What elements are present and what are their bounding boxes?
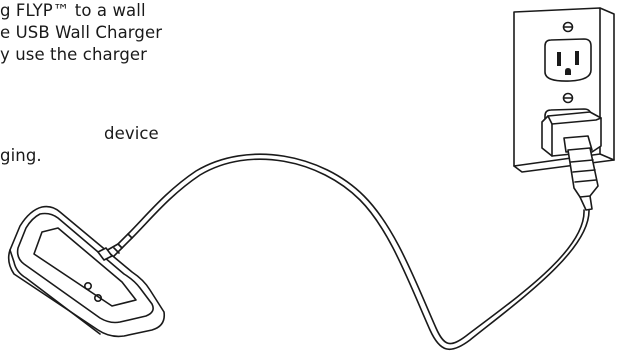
instruction-line-1: g FLYP™ to a wall xyxy=(0,1,146,20)
instruction-line-3: y use the charger xyxy=(0,45,148,64)
instruction-line-5: ging. xyxy=(0,146,42,165)
usb-cable-icon xyxy=(103,153,590,351)
instruction-line-2: e USB Wall Charger xyxy=(0,23,163,42)
wall-charger-adapter-icon xyxy=(541,111,602,211)
flyp-device-icon xyxy=(7,205,166,338)
instruction-line-4: device xyxy=(104,124,159,143)
